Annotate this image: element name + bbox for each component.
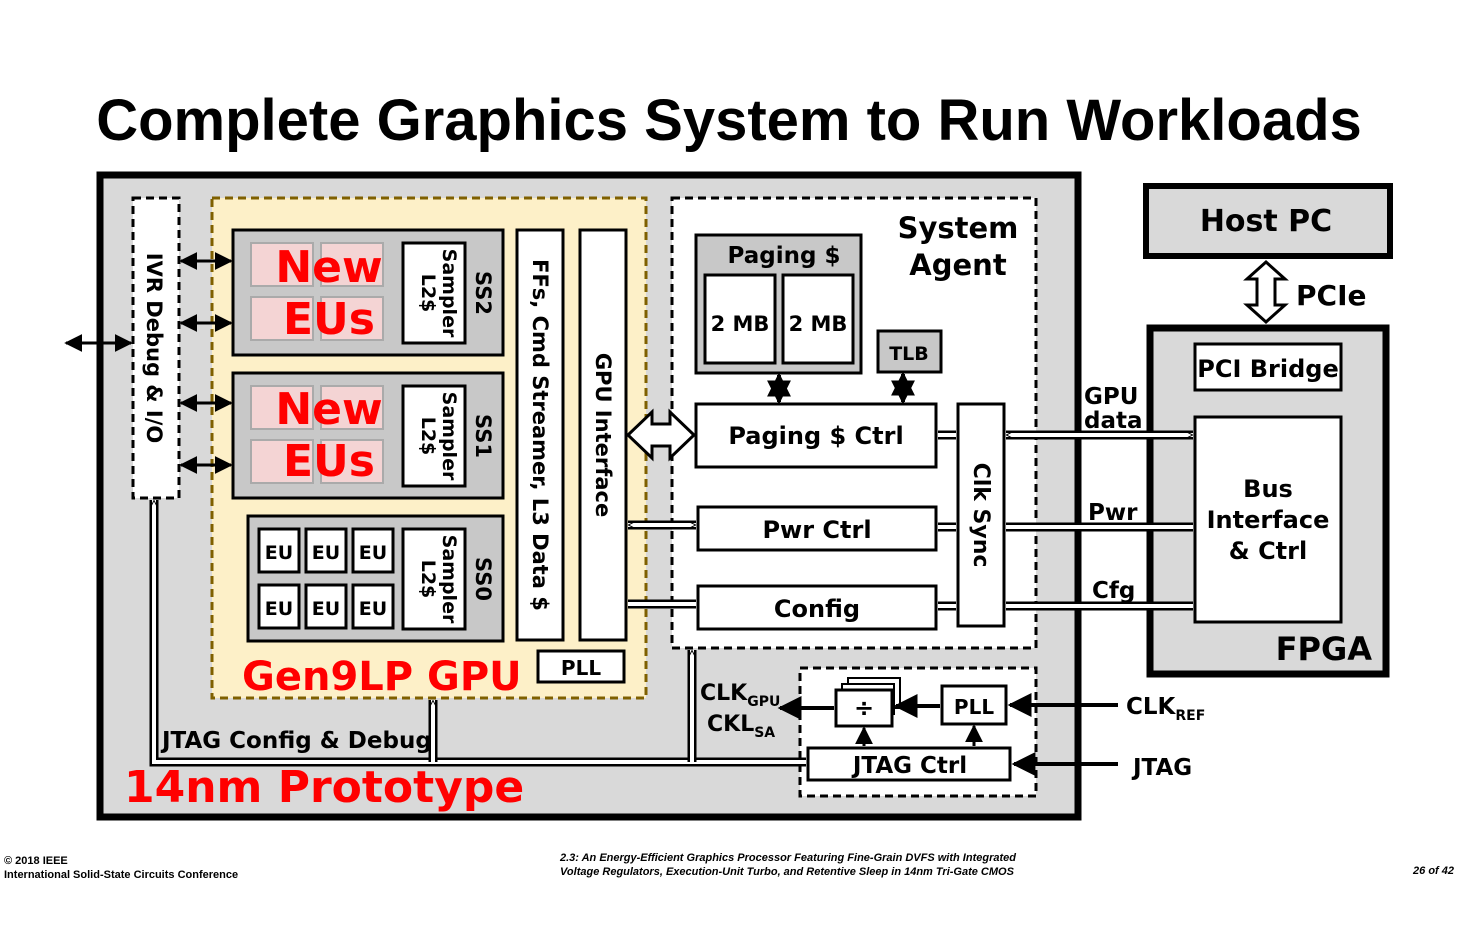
host-pc-label: Host PC (1200, 204, 1332, 239)
paging-cache-label: Paging $ (728, 243, 841, 269)
eu-cell (320, 439, 384, 484)
cache-bank-size: 2 MB (789, 312, 848, 336)
system-agent-label: System (898, 211, 1019, 245)
gpu-pll-label: PLL (561, 656, 601, 680)
cache-bank-size: 2 MB (711, 312, 770, 336)
eu-label: EU (359, 542, 387, 564)
sa-pll-label: PLL (954, 695, 994, 719)
pwr-ctrl-block (696, 505, 938, 552)
eu-label: EU (312, 598, 340, 620)
sampler-label: Sampler (438, 535, 460, 624)
ffs-cmd-streamer-block (515, 228, 565, 642)
sampler-l2-block (401, 384, 467, 488)
pwr-link-label: Pwr (1088, 500, 1138, 526)
new-eus-label: New (275, 384, 382, 435)
cfg-link-label: Cfg (1092, 578, 1135, 604)
eu-cell (351, 527, 395, 574)
jtag-label: JTAG (1131, 755, 1192, 781)
clk-gpu-label: CLKGPU (700, 681, 780, 710)
footer-paper-title: 2.3: An Energy-Efficient Graphics Proces… (560, 852, 1016, 878)
eu-cell (257, 527, 301, 574)
ss0-label: SS0 (471, 557, 495, 601)
l2-cache-label: L2$ (417, 274, 439, 313)
host-pc-block (1143, 183, 1393, 259)
eu-cell (320, 385, 384, 430)
tlb-label: TLB (889, 343, 929, 365)
eu-cell (320, 296, 384, 341)
sampler-label: Sampler (438, 249, 460, 338)
new-eus-label: New (275, 242, 382, 293)
cache-bank (781, 273, 855, 365)
prototype-label: 14nm Prototype (124, 762, 524, 813)
eu-cell (351, 583, 395, 630)
jtag-ctrl-block (806, 746, 1012, 782)
gpu-data-label: data (1084, 408, 1143, 434)
eu-cell (304, 583, 348, 630)
cache-bank (703, 273, 777, 365)
pci-bridge-label: PCI Bridge (1197, 355, 1338, 383)
ffs-cmd-streamer-label: FFs, Cmd Streamer, L3 Data $ (528, 259, 552, 611)
eu-cell (250, 385, 314, 430)
eu-label: EU (312, 542, 340, 564)
sa-pll-block (940, 684, 1008, 726)
paging-ctrl-label: Paging $ Ctrl (728, 422, 903, 450)
clk-ref-label: CLKREF (1126, 694, 1205, 724)
eu-cell (250, 242, 314, 287)
eu-label: EU (265, 542, 293, 564)
eu-label: EU (359, 598, 387, 620)
sampler-l2-block (401, 527, 467, 631)
clk-sync-block (956, 402, 1006, 628)
eu-cell (257, 583, 301, 630)
l2-cache-label: L2$ (417, 560, 439, 599)
eu-cell (304, 527, 348, 574)
system-agent-label: Agent (909, 248, 1007, 282)
clk-sync-label: Clk Sync (968, 463, 993, 568)
page-title: Complete Graphics System to Run Workload… (96, 88, 1362, 153)
pci-bridge-block (1193, 342, 1343, 392)
ckl-sa-label: CKLSA (707, 712, 775, 741)
footer-page-number: 26 of 42 (1413, 865, 1454, 877)
sampler-label: Sampler (438, 392, 460, 481)
gpu-pll-block (536, 649, 626, 684)
jtag-ctrl-label: JTAG Ctrl (851, 753, 967, 779)
divide-icon: ÷ (854, 694, 874, 722)
new-eus-label: EUs (283, 294, 375, 345)
gpu-interface-label: GPU Interface (591, 353, 615, 517)
new-eus-label: EUs (283, 436, 375, 487)
pcie-label: PCIe (1296, 279, 1366, 312)
ss2-label: SS2 (471, 271, 495, 315)
l2-cache-label: L2$ (417, 417, 439, 456)
bus-interface-label: Interface (1207, 506, 1330, 534)
eu-cell (250, 296, 314, 341)
jtag-config-debug-label: JTAG Config & Debug (160, 728, 432, 754)
ivr-debug-label: IVR Debug & I/O (142, 253, 166, 444)
eu-cell (250, 439, 314, 484)
config-block (696, 584, 938, 631)
eu-cell (320, 242, 384, 287)
eu-label: EU (265, 598, 293, 620)
ss1-label: SS1 (471, 414, 495, 458)
config-label: Config (774, 595, 860, 623)
ivr-debug-block (131, 196, 181, 500)
bus-interface-label: Bus (1243, 475, 1293, 503)
sampler-l2-block (401, 241, 467, 345)
fpga-label: FPGA (1276, 630, 1373, 668)
bus-interface-block (1193, 415, 1343, 624)
footer-copyright: © 2018 IEEE International Solid-State Ci… (4, 855, 239, 881)
pwr-ctrl-label: Pwr Ctrl (762, 516, 871, 544)
gpu-sa-interface-arrow (625, 408, 697, 462)
paging-ctrl-block (694, 402, 938, 469)
bus-interface-label: & Ctrl (1229, 537, 1307, 565)
gpu-data-label: GPU (1084, 384, 1138, 410)
pcie-link-arrow (1243, 259, 1289, 325)
clock-divider (834, 688, 894, 728)
gen9lp-gpu-label: Gen9LP GPU (242, 654, 522, 700)
